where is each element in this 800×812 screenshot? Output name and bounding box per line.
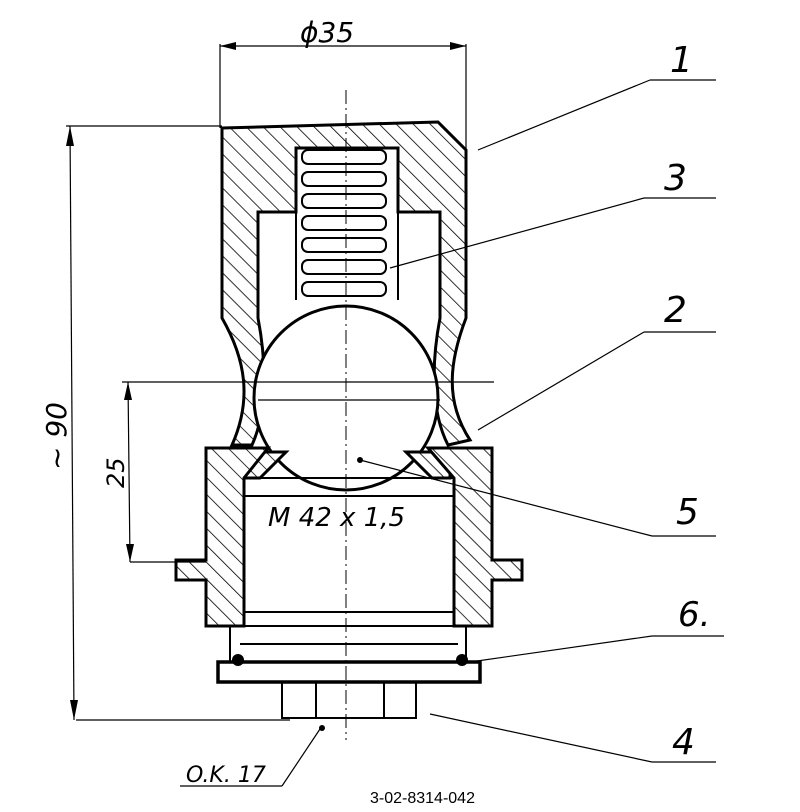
callout-1: 1 xyxy=(670,40,693,81)
callout-6: 6. xyxy=(678,595,710,635)
callout-5: 5 xyxy=(676,492,699,533)
diameter-label: ϕ35 xyxy=(300,16,354,49)
upper-housing xyxy=(220,120,473,447)
callout-2: 2 xyxy=(664,290,687,331)
callout-leaders xyxy=(357,79,724,763)
thread-label: M 42 x 1,5 xyxy=(268,503,405,533)
length-dimension xyxy=(66,125,290,721)
drawing-number: 3-02-8314-042 xyxy=(370,790,475,807)
height-label: 25 xyxy=(102,457,130,488)
callout-4: 4 xyxy=(672,722,695,763)
diameter-dimension xyxy=(219,42,467,150)
height-dimension xyxy=(122,381,494,563)
wrench-label: O.K. 17 xyxy=(186,763,266,788)
wrench-leader xyxy=(180,725,325,787)
bottom-plug xyxy=(216,625,482,719)
callout-3: 3 xyxy=(664,158,687,199)
spring xyxy=(301,149,387,297)
length-label: ~ 90 xyxy=(40,402,73,470)
